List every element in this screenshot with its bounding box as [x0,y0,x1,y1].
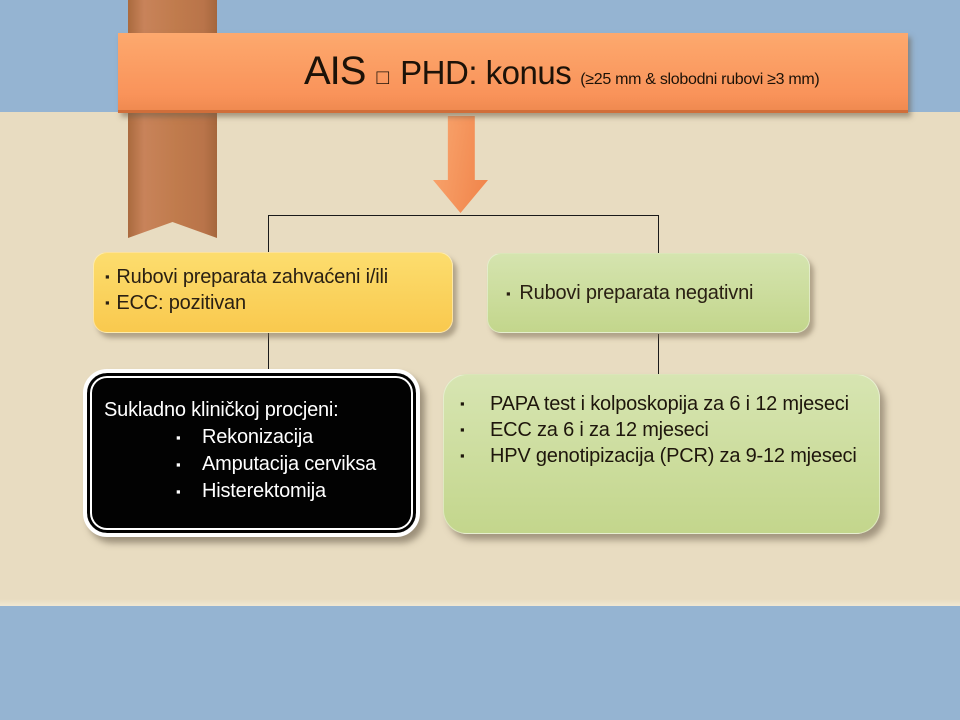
square-glyph-icon: □ [376,66,390,89]
positive-margins-box: ▪ Rubovi preparata zahvaćeni i/ili ▪ ECC… [93,252,453,333]
list-item: ▪ Amputacija cerviksa [176,451,404,478]
bullet-icon: ▪ [460,422,465,437]
connector-to-green-box [658,215,659,254]
bullet-icon: ▪ [105,269,110,284]
list-item-text: Histerektomija [202,480,326,502]
list-item-text: PAPA test i kolposkopija za 6 i 12 mjese… [490,393,849,415]
list-item: ▪ ECC za 6 i za 12 mjeseci [460,417,861,443]
bullet-icon: ▪ [506,285,511,301]
title-main-text: AIS [304,49,366,93]
bullet-icon: ▪ [460,396,465,411]
black-box-list: ▪ Rekonizacija ▪ Amputacija cerviksa ▪ H… [176,424,404,505]
clinical-decision-box: Sukladno kliničkoj procjeni: ▪ Rekonizac… [83,369,420,537]
bottom-blue-band [0,606,960,720]
list-item-text: ECC za 6 i za 12 mjeseci [490,419,709,441]
followup-plan-box: ▪ PAPA test i kolposkopija za 6 i 12 mje… [443,374,880,534]
bullet-icon: ▪ [460,448,465,463]
bullet-icon: ▪ [176,430,181,445]
connector-yellow-to-black [268,332,269,370]
bullet-icon: ▪ [176,484,181,499]
negative-margins-box: ▪ Rubovi preparata negativni [487,253,810,333]
list-item-text: Rubovi preparata zahvaćeni i/ili [116,266,388,288]
list-item: ▪ Rubovi preparata zahvaćeni i/ili [105,264,444,290]
connector-to-yellow-box [268,215,269,253]
list-item: ▪ HPV genotipizacija (PCR) za 9-12 mjese… [460,443,861,469]
black-box-heading: Sukladno kliničkoj procjeni: [104,399,339,421]
bullet-icon: ▪ [105,295,110,310]
list-item-text: ECC: pozitivan [116,292,246,314]
title-note-text: (≥25 mm & slobodni rubovi ≥3 mm) [580,71,820,88]
connector-horizontal [268,215,659,216]
list-item-text: Amputacija cerviksa [202,453,377,475]
list-item-text: Rubovi preparata negativni [519,281,754,304]
list-item-text: Rekonizacija [202,426,313,448]
list-item: ▪ Histerektomija [176,478,404,505]
connector-green-to-followup [658,334,659,375]
list-item-text: HPV genotipizacija (PCR) za 9-12 mjeseci [490,445,857,467]
list-item: ▪ ECC: pozitivan [105,290,444,316]
list-item: ▪ PAPA test i kolposkopija za 6 i 12 mje… [460,391,861,417]
title-banner: AIS □ PHD: konus (≥25 mm & slobodni rubo… [118,33,908,113]
bullet-icon: ▪ [176,457,181,472]
list-item: ▪ Rekonizacija [176,424,404,451]
title-secondary-text: PHD: konus [400,54,572,91]
